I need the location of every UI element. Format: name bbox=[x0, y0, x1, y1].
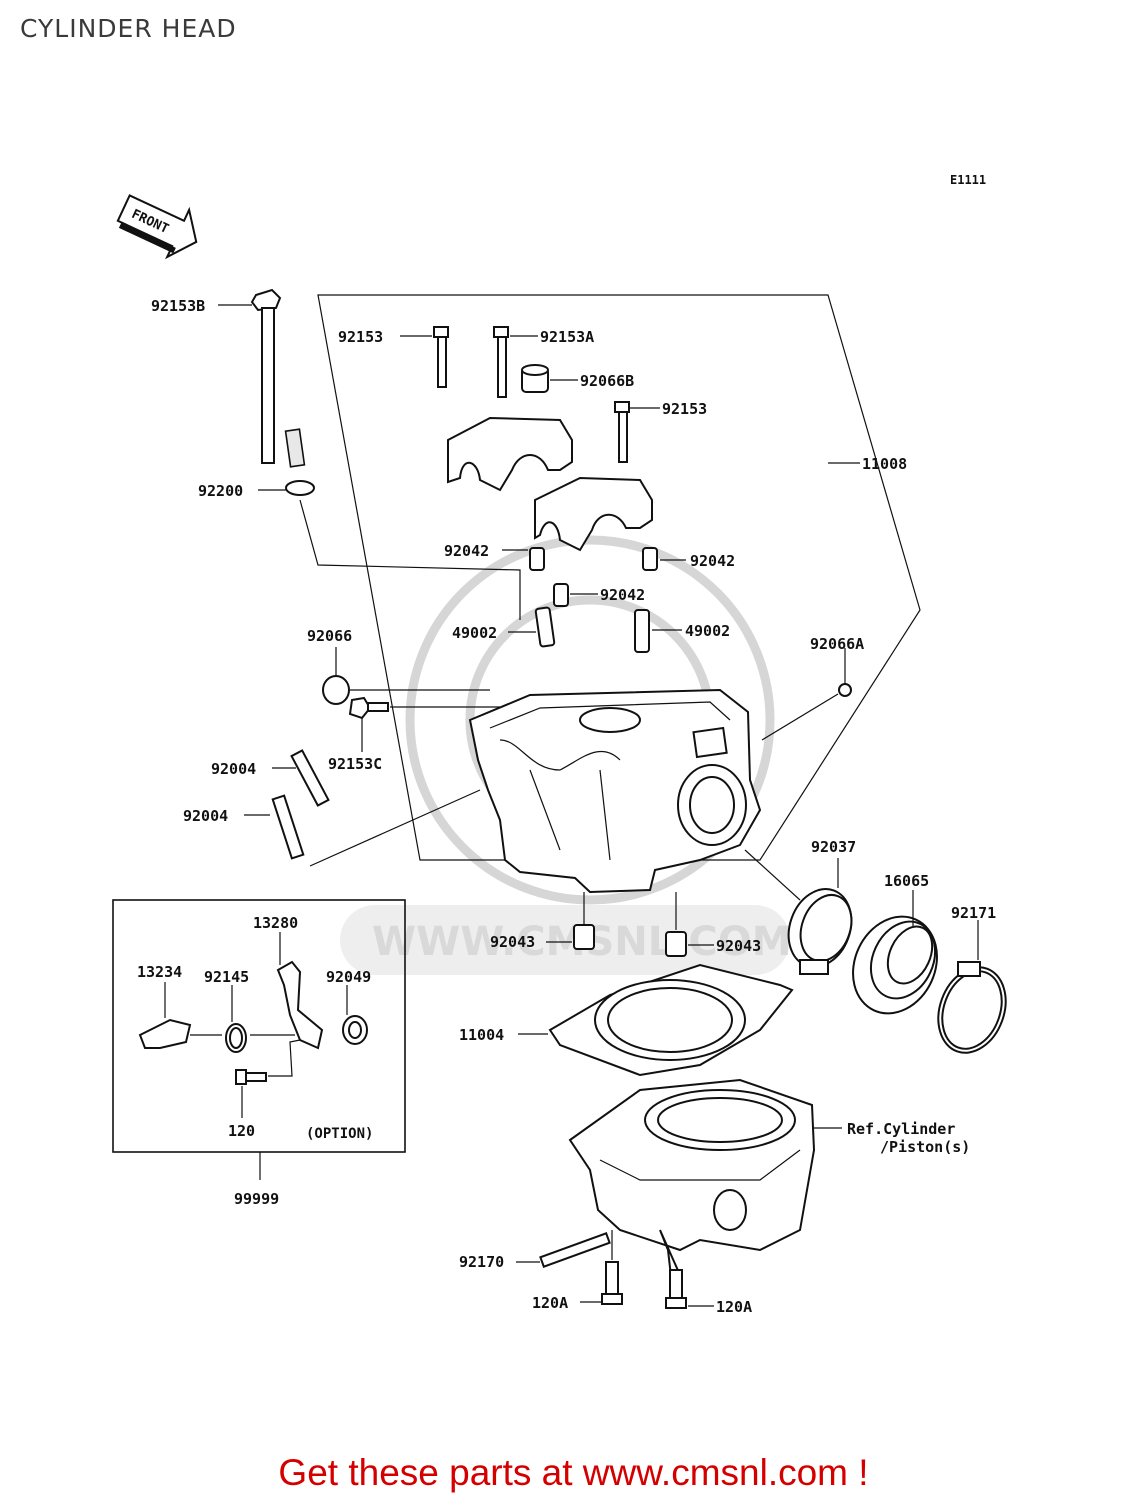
label-92004-1: 92004 bbox=[211, 760, 256, 778]
grommet-92066b bbox=[521, 364, 549, 393]
page-title: CYLINDER HEAD bbox=[20, 14, 237, 43]
label-120a-2: 120A bbox=[716, 1298, 752, 1316]
label-11008: 11008 bbox=[862, 455, 907, 473]
label-92066b: 92066B bbox=[580, 372, 634, 390]
camshaft-cap-lower bbox=[534, 476, 653, 552]
label-92043-1: 92043 bbox=[490, 933, 535, 951]
dowel-92043-1 bbox=[573, 924, 595, 950]
label-120a-1: 120A bbox=[532, 1294, 568, 1312]
head-gasket-11004 bbox=[548, 963, 794, 1077]
option-kit-box bbox=[112, 899, 406, 1153]
label-92042-2: 92042 bbox=[690, 552, 735, 570]
bolt-120 bbox=[235, 1069, 267, 1085]
stud-92004-2 bbox=[271, 794, 305, 860]
label-92153a: 92153A bbox=[540, 328, 594, 346]
label-92004-2: 92004 bbox=[183, 807, 228, 825]
label-13280: 13280 bbox=[253, 914, 298, 932]
label-92153: 92153 bbox=[338, 328, 383, 346]
label-92066a: 92066A bbox=[810, 635, 864, 653]
cap-bolt-1 bbox=[433, 326, 449, 388]
label-92153-2: 92153 bbox=[662, 400, 707, 418]
guide-92170 bbox=[539, 1232, 611, 1268]
clamp-ring-92037 bbox=[787, 888, 853, 975]
label-49002-1: 49002 bbox=[452, 624, 497, 642]
promo-footer[interactable]: Get these parts at www.cmsnl.com ! bbox=[278, 1452, 869, 1493]
intake-boot-16065 bbox=[852, 915, 938, 1015]
label-92049: 92049 bbox=[326, 968, 371, 986]
label-92153c: 92153C bbox=[328, 755, 382, 773]
label-11004: 11004 bbox=[459, 1026, 504, 1044]
camshaft-cap-upper bbox=[447, 416, 573, 492]
label-99999: 99999 bbox=[234, 1190, 279, 1208]
dowel-92042-3 bbox=[553, 583, 569, 607]
plug-92066 bbox=[322, 675, 350, 705]
clamp-92171 bbox=[937, 961, 1007, 1054]
exploded-parts-diagram: WWW.CMSNL.COM E1111 FRONT bbox=[112, 173, 1007, 1316]
label-92171: 92171 bbox=[951, 904, 996, 922]
tube-49002-2 bbox=[634, 609, 650, 653]
label-92042-3: 92042 bbox=[600, 586, 645, 604]
stud-92004-1 bbox=[290, 749, 330, 807]
plug-92066a bbox=[838, 683, 852, 697]
label-13234: 13234 bbox=[137, 963, 182, 981]
lever-13280 bbox=[276, 960, 324, 1050]
dowel-92043-2 bbox=[665, 931, 687, 957]
head-bolt-long bbox=[250, 288, 306, 468]
cap-bolt-2 bbox=[493, 326, 509, 398]
ref-label-line1: Ref.Cylinder bbox=[847, 1120, 955, 1138]
option-label: (OPTION) bbox=[306, 1126, 373, 1142]
label-92042-1: 92042 bbox=[444, 542, 489, 560]
assembly-frame bbox=[317, 294, 921, 861]
o-ring-92145 bbox=[225, 1023, 247, 1053]
bolt-120a-1 bbox=[601, 1261, 623, 1305]
label-92170: 92170 bbox=[459, 1253, 504, 1271]
label-120: 120 bbox=[228, 1122, 255, 1140]
figure-code: E1111 bbox=[950, 173, 986, 187]
label-92066: 92066 bbox=[307, 627, 352, 645]
washer-92200 bbox=[285, 480, 315, 496]
cap-bolt-3 bbox=[614, 401, 630, 463]
label-49002-2: 49002 bbox=[685, 622, 730, 640]
dowel-92042-2 bbox=[642, 547, 658, 571]
ref-label-line2: /Piston(s) bbox=[880, 1138, 970, 1156]
seal-92049 bbox=[342, 1015, 368, 1045]
label-92200: 92200 bbox=[198, 482, 243, 500]
label-16065: 16065 bbox=[884, 872, 929, 890]
tube-49002-1 bbox=[534, 606, 556, 648]
cylinder-body bbox=[568, 1078, 816, 1288]
bolt-92153c bbox=[348, 696, 389, 720]
front-arrow-icon: FRONT bbox=[116, 194, 198, 260]
label-92153b: 92153B bbox=[151, 297, 205, 315]
label-92043-2: 92043 bbox=[716, 937, 761, 955]
label-92037: 92037 bbox=[811, 838, 856, 856]
dowel-92042-1 bbox=[529, 547, 545, 571]
sensor-13234 bbox=[138, 1018, 192, 1049]
cylinder-head bbox=[468, 688, 762, 894]
label-92145: 92145 bbox=[204, 968, 249, 986]
bolt-120a-2 bbox=[665, 1269, 687, 1309]
